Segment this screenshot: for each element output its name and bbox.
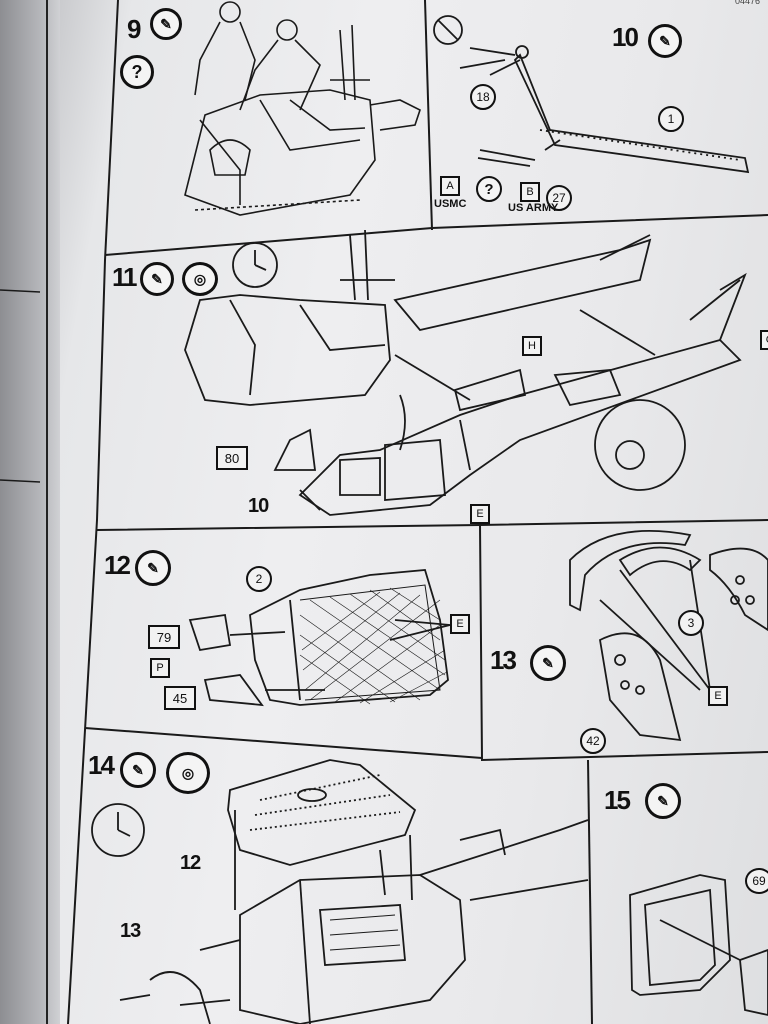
glue-icon: ✎ bbox=[645, 783, 681, 819]
step-13-number: 13 bbox=[490, 645, 517, 675]
glue-icon: ✎ bbox=[530, 645, 566, 681]
part-12: 12 bbox=[180, 852, 201, 874]
marker-p: P bbox=[150, 658, 170, 678]
marker-g: G bbox=[760, 330, 768, 350]
tape-icon: ◎ bbox=[182, 262, 218, 296]
step-11-number: 11 bbox=[112, 262, 137, 292]
part-69: 69 bbox=[745, 868, 768, 894]
glue-icon: ✎ bbox=[135, 550, 171, 586]
marker-e: E bbox=[708, 686, 728, 706]
page-code: 04476 bbox=[735, 0, 761, 6]
marker-e: E bbox=[450, 614, 470, 634]
part-13: 13 bbox=[120, 920, 141, 942]
usmc-label: USMC bbox=[434, 198, 467, 210]
part-3: 3 bbox=[678, 610, 704, 636]
question-icon: ? bbox=[476, 176, 502, 202]
step-9-number: 9 bbox=[127, 14, 142, 44]
part-27: 27 bbox=[546, 185, 572, 211]
part-2: 2 bbox=[246, 566, 272, 592]
us-army-label: US ARMY bbox=[508, 202, 559, 214]
part-79: 79 bbox=[148, 625, 180, 649]
part-80: 80 bbox=[216, 446, 248, 470]
part-10: 10 bbox=[248, 495, 269, 517]
glue-icon: ✎ bbox=[140, 262, 174, 296]
glue-icon: ✎ bbox=[648, 24, 682, 58]
previous-page-edge bbox=[0, 0, 60, 1024]
marker-h: H bbox=[522, 336, 542, 356]
part-18: 18 bbox=[470, 84, 496, 110]
step-10-number: 10 bbox=[612, 22, 639, 52]
glue-icon: ✎ bbox=[120, 752, 156, 788]
marker-e: E bbox=[470, 504, 490, 524]
glue-icon: ✎ bbox=[150, 8, 182, 40]
step-14-number: 14 bbox=[88, 750, 115, 780]
marker-a: A bbox=[440, 176, 460, 196]
part-45: 45 bbox=[164, 686, 196, 710]
part-42: 42 bbox=[580, 728, 606, 754]
question-icon: ? bbox=[120, 55, 154, 89]
marker-b: B bbox=[520, 182, 540, 202]
step-12-number: 12 bbox=[104, 550, 131, 580]
tape-icon: ◎ bbox=[166, 752, 210, 794]
step-15-number: 15 bbox=[604, 785, 631, 815]
part-1: 1 bbox=[658, 106, 684, 132]
